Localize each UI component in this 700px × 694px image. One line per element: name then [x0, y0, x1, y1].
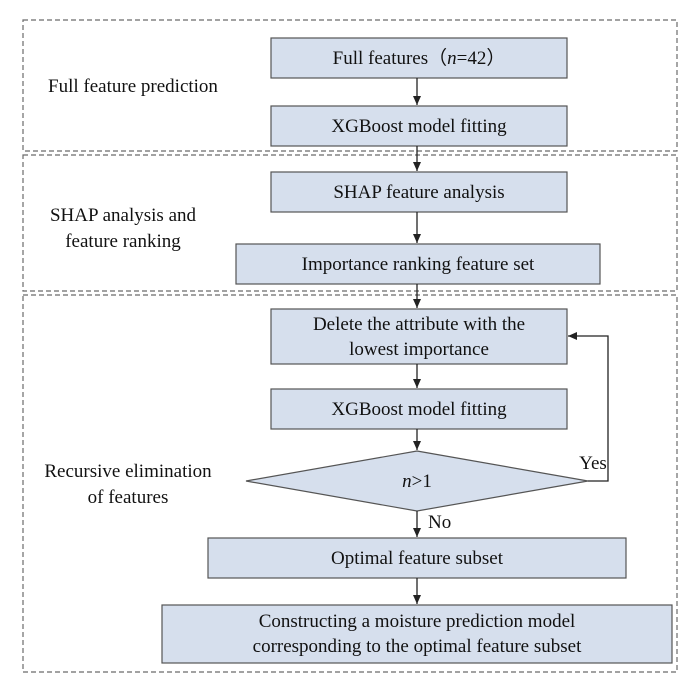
full-features-label: Full features（n=42）	[271, 46, 567, 71]
xgboost-fit-label-1: XGBoost model fitting	[331, 116, 507, 137]
delete-attribute-line1: Delete the attribute with the	[312, 314, 526, 335]
full-features-var: n	[447, 48, 457, 69]
xgboost-fit-box-2	[270, 388, 568, 430]
construct-model-line2: corresponding to the optimal feature sub…	[252, 636, 582, 657]
importance-ranking-label: Importance ranking feature set	[301, 254, 535, 275]
section-label-rfe-line2: of features	[87, 487, 169, 508]
construct-model-line1: Constructing a moisture prediction model	[258, 611, 576, 632]
construct-model-label: Constructing a moisture prediction model…	[162, 609, 672, 659]
section-label-full: Full feature prediction	[30, 74, 236, 100]
no-edge-label: No	[428, 512, 452, 533]
delete-attribute-line2: lowest importance	[349, 339, 489, 360]
section-label-rfe: Recursive elimination of features	[22, 459, 234, 511]
shap-analysis-label: SHAP feature analysis	[333, 182, 505, 203]
delete-attribute-box	[270, 308, 568, 365]
importance-ranking-box	[235, 243, 601, 285]
yes-edge-label: Yes	[579, 453, 607, 474]
construct-model-box	[161, 604, 673, 664]
section-label-full-text: Full feature prediction	[48, 76, 218, 97]
full-features-suffix: =42）	[456, 48, 506, 69]
section-label-shap-line2: feature ranking	[65, 231, 181, 252]
xgboost-fit-box-1	[270, 105, 568, 147]
decision-var: n	[402, 471, 412, 492]
optimal-subset-box	[207, 537, 627, 579]
section-label-shap: SHAP analysis and feature ranking	[30, 203, 216, 255]
decision-suffix: >1	[411, 471, 432, 492]
section-recursive-elimination	[22, 294, 678, 673]
shap-analysis-box	[270, 171, 568, 213]
section-label-shap-line1: SHAP analysis and	[49, 205, 197, 226]
xgboost-fit-label-2: XGBoost model fitting	[331, 399, 507, 420]
edge-decision-yes-loop	[568, 332, 609, 482]
section-shap-analysis	[22, 154, 678, 292]
delete-attribute-label: Delete the attribute with the lowest imp…	[271, 312, 567, 362]
optimal-subset-label: Optimal feature subset	[330, 548, 503, 569]
section-label-rfe-line1: Recursive elimination	[44, 461, 212, 482]
full-features-box	[270, 37, 568, 79]
decision-label: n>1	[346, 469, 488, 494]
full-features-prefix: Full features（	[332, 48, 448, 69]
section-full-feature-prediction	[22, 19, 678, 152]
